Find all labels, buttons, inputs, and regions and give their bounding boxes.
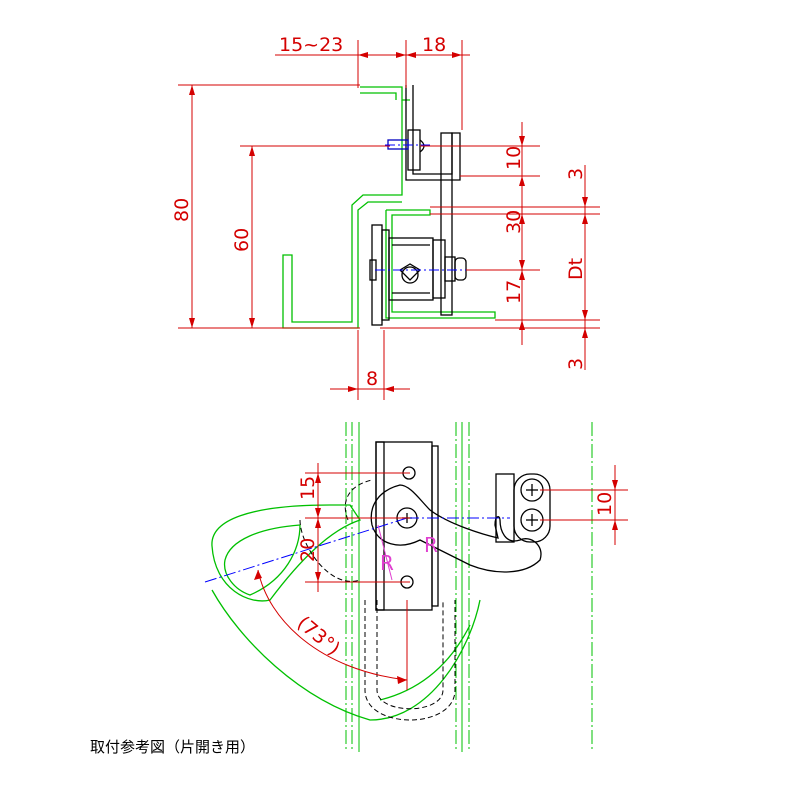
dim-dt: Dt <box>565 258 587 280</box>
radius-label-left: R <box>380 551 394 575</box>
hardware-side <box>369 85 467 326</box>
dim-clearance-bottom: 3 <box>565 358 587 370</box>
side-view: 15~23 18 80 60 10 3 30 17 Dt 3 8 <box>171 34 600 400</box>
dim-flange: 8 <box>366 368 378 390</box>
plan-view: 15 20 10 (73°) R R <box>204 422 628 752</box>
dim-offset-top: 10 <box>503 146 525 170</box>
centerlines-side <box>375 144 480 271</box>
dim-latch-lower: 20 <box>297 538 319 562</box>
dim-mount-height: 60 <box>231 228 253 252</box>
arrowheads-plan <box>254 473 618 684</box>
dim-bracket-width: 18 <box>422 34 446 56</box>
swing-handle <box>211 504 481 721</box>
radius-marks <box>377 524 393 581</box>
frame-columns <box>345 422 593 752</box>
dim-latch-upper: 15 <box>297 476 319 500</box>
dimension-lines-side <box>178 40 600 400</box>
dim-bolt-offset: 17 <box>503 280 525 304</box>
radius-label-right: R <box>424 533 438 557</box>
dim-swing-angle: (73°) <box>293 612 344 660</box>
centerlines-plan <box>204 517 510 583</box>
dim-total-height: 80 <box>171 198 193 222</box>
dimension-lines-plan <box>257 463 628 690</box>
dim-gap-range: 15~23 <box>279 34 343 56</box>
dim-clearance-top: 3 <box>565 168 587 180</box>
dim-keeper-pitch: 10 <box>594 492 616 516</box>
dim-rail-height: 30 <box>503 210 525 234</box>
hardware-plan <box>370 441 551 611</box>
hidden-lines <box>299 479 456 721</box>
arrowheads-side <box>189 52 588 392</box>
drawing-caption: 取付参考図（片開き用） <box>90 738 256 756</box>
